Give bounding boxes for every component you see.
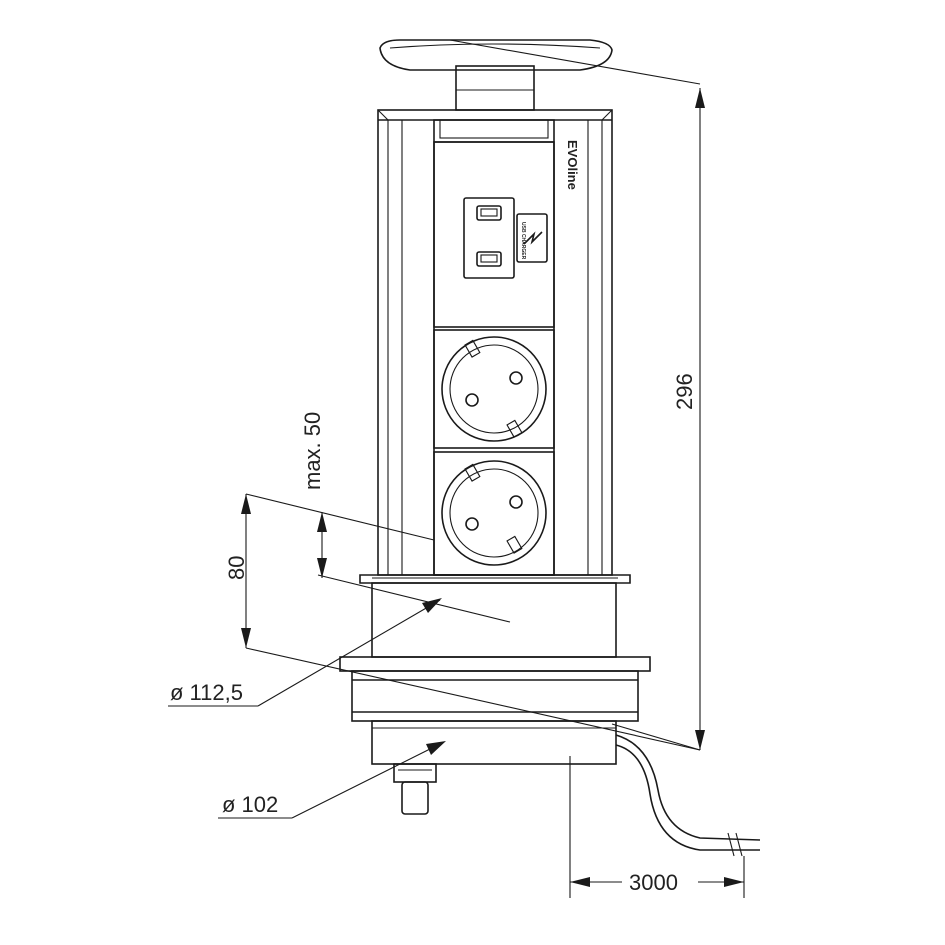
dimension-cable-length [569,756,745,898]
bottom-connector [393,763,437,815]
dimension-label-80: 80 [224,556,249,580]
power-cable [615,734,761,857]
schuko-socket-upper [433,329,555,449]
dimension-height-total [449,39,705,751]
dimension-label-3000: 3000 [629,870,678,895]
usb-charger-label: USB CHARGER [520,222,526,260]
dimension-body-diameter [218,741,446,819]
top-lid [379,39,613,111]
dimension-label-296: 296 [672,373,697,410]
dimension-insertion-depth [241,493,701,751]
dimension-label-112-5: ø 112,5 [170,680,243,705]
dimension-label-102: ø 102 [222,792,278,817]
schuko-socket-lower [433,451,555,576]
usb-port-icon [476,251,502,267]
dimension-label-max50: max. 50 [300,412,325,490]
sleeve-housing [339,582,651,765]
usb-port-icon [476,205,502,221]
dimension-max-tabletop [317,512,511,623]
upper-flange [359,574,631,584]
usb-module: USB CHARGER [433,141,555,328]
dimension-flange-diameter [168,598,442,707]
brand-label: EVOline [565,140,580,190]
charging-bolt-icon [523,231,543,245]
